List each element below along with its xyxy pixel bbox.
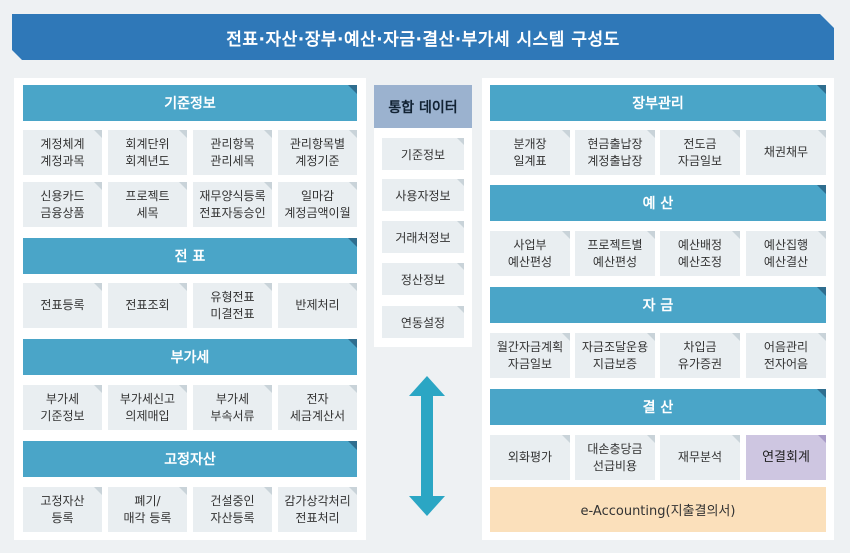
cell-asset-register: 고정자산 등록	[23, 487, 102, 532]
cell-accounting-unit: 회계단위 회계년도	[108, 130, 187, 175]
cell-bill-management: 어음관리 전자어음	[746, 333, 826, 378]
cell-voucher-type: 유형전표 미결전표	[193, 283, 272, 328]
cell-disposal: 폐기/ 매각 등록	[108, 487, 187, 532]
e-accounting-bar: e-Accounting(지출결의서)	[490, 487, 826, 532]
section-header-ledger: 장부관리	[490, 85, 826, 121]
cell-vat-attachment: 부가세 부속서류	[193, 385, 272, 430]
section-header-funds: 자 금	[490, 287, 826, 323]
cell-item-account-basis: 관리항목별 계정기준	[278, 130, 357, 175]
title-fold	[820, 14, 834, 28]
cell-fund-raising: 자금조달운용 지급보증	[575, 333, 655, 378]
cell-management-item: 관리항목 관리세목	[193, 130, 272, 175]
cell-consolidated-accounting: 연결회계	[746, 435, 826, 480]
cell-financial-form: 재무양식등록 전표자동승인	[193, 182, 272, 227]
cell-cash-book: 현금출납장 계정출납장	[575, 130, 655, 175]
section-header-label: 전 표	[174, 249, 206, 265]
section-header-label: 예 산	[642, 196, 674, 212]
section-header-vat: 부가세	[23, 339, 357, 375]
cell-financial-analysis: 재무분석	[660, 435, 740, 480]
cell-offset-process: 반제처리	[278, 283, 357, 328]
cell-voucher-inquiry: 전표조회	[108, 283, 187, 328]
cell-project-budget: 프로젝트별 예산편성	[575, 231, 655, 276]
cell-advance-fund: 전도금 자금일보	[660, 130, 740, 175]
middle-panel	[374, 85, 472, 347]
cell-vat-basic: 부가세 기준정보	[23, 385, 102, 430]
section-header-fixed-assets: 고정자산	[23, 441, 357, 477]
cell-division-budget: 사업부 예산편성	[490, 231, 570, 276]
cell-borrowings: 차입금 유가증권	[660, 333, 740, 378]
cell-voucher-register: 전표등록	[23, 283, 102, 328]
section-header-label: 장부관리	[632, 96, 684, 112]
double-arrow-icon	[409, 376, 445, 516]
section-header-basic-info: 기준정보	[23, 85, 357, 121]
section-header-label: 결 산	[642, 400, 674, 416]
middle-item-link-settings: 연동설정	[382, 306, 464, 338]
cell-fx-valuation: 외화평가	[490, 435, 570, 480]
cell-vat-report: 부가세신고 의제매입	[108, 385, 187, 430]
section-header-voucher: 전 표	[23, 238, 357, 274]
section-header-label: 기준정보	[164, 96, 216, 112]
title-fold-left	[12, 50, 22, 60]
middle-item-user-info: 사용자정보	[382, 179, 464, 211]
cell-credit-card: 신용카드 금융상품	[23, 182, 102, 227]
cell-e-tax-invoice: 전자 세금계산서	[278, 385, 357, 430]
cell-construction-asset: 건설중인 자산등록	[193, 487, 272, 532]
section-header-closing: 결 산	[490, 389, 826, 425]
cell-project: 프로젝트 세목	[108, 182, 187, 227]
diagram-title: 전표·자산·장부·예산·자금·결산·부가세 시스템 구성도	[12, 14, 834, 60]
middle-item-client-info: 거래처정보	[382, 221, 464, 253]
section-header-label: 자 금	[642, 298, 674, 314]
cell-account-system: 계정체계 계정과목	[23, 130, 102, 175]
section-header-label: 고정자산	[164, 452, 216, 468]
cell-budget-allocation: 예산배정 예산조정	[660, 231, 740, 276]
cell-depreciation: 감가상각처리 전표처리	[278, 487, 357, 532]
cell-receivables: 채권채무	[746, 130, 826, 175]
cell-monthly-fund-plan: 월간자금계획 자금일보	[490, 333, 570, 378]
section-header-budget: 예 산	[490, 185, 826, 221]
cell-budget-execution: 예산집행 예산결산	[746, 231, 826, 276]
middle-item-basic-info: 기준정보	[382, 138, 464, 170]
middle-item-settlement-info: 정산정보	[382, 263, 464, 295]
cell-daily-close: 일마감 계정금액이월	[278, 182, 357, 227]
cell-journal: 분개장 일계표	[490, 130, 570, 175]
diagram-title-text: 전표·자산·장부·예산·자금·결산·부가세 시스템 구성도	[226, 29, 620, 50]
section-header-label: 부가세	[170, 350, 210, 366]
cell-bad-debt: 대손충당금 선급비용	[575, 435, 655, 480]
integrated-data-header: 통합 데이터	[374, 85, 472, 128]
